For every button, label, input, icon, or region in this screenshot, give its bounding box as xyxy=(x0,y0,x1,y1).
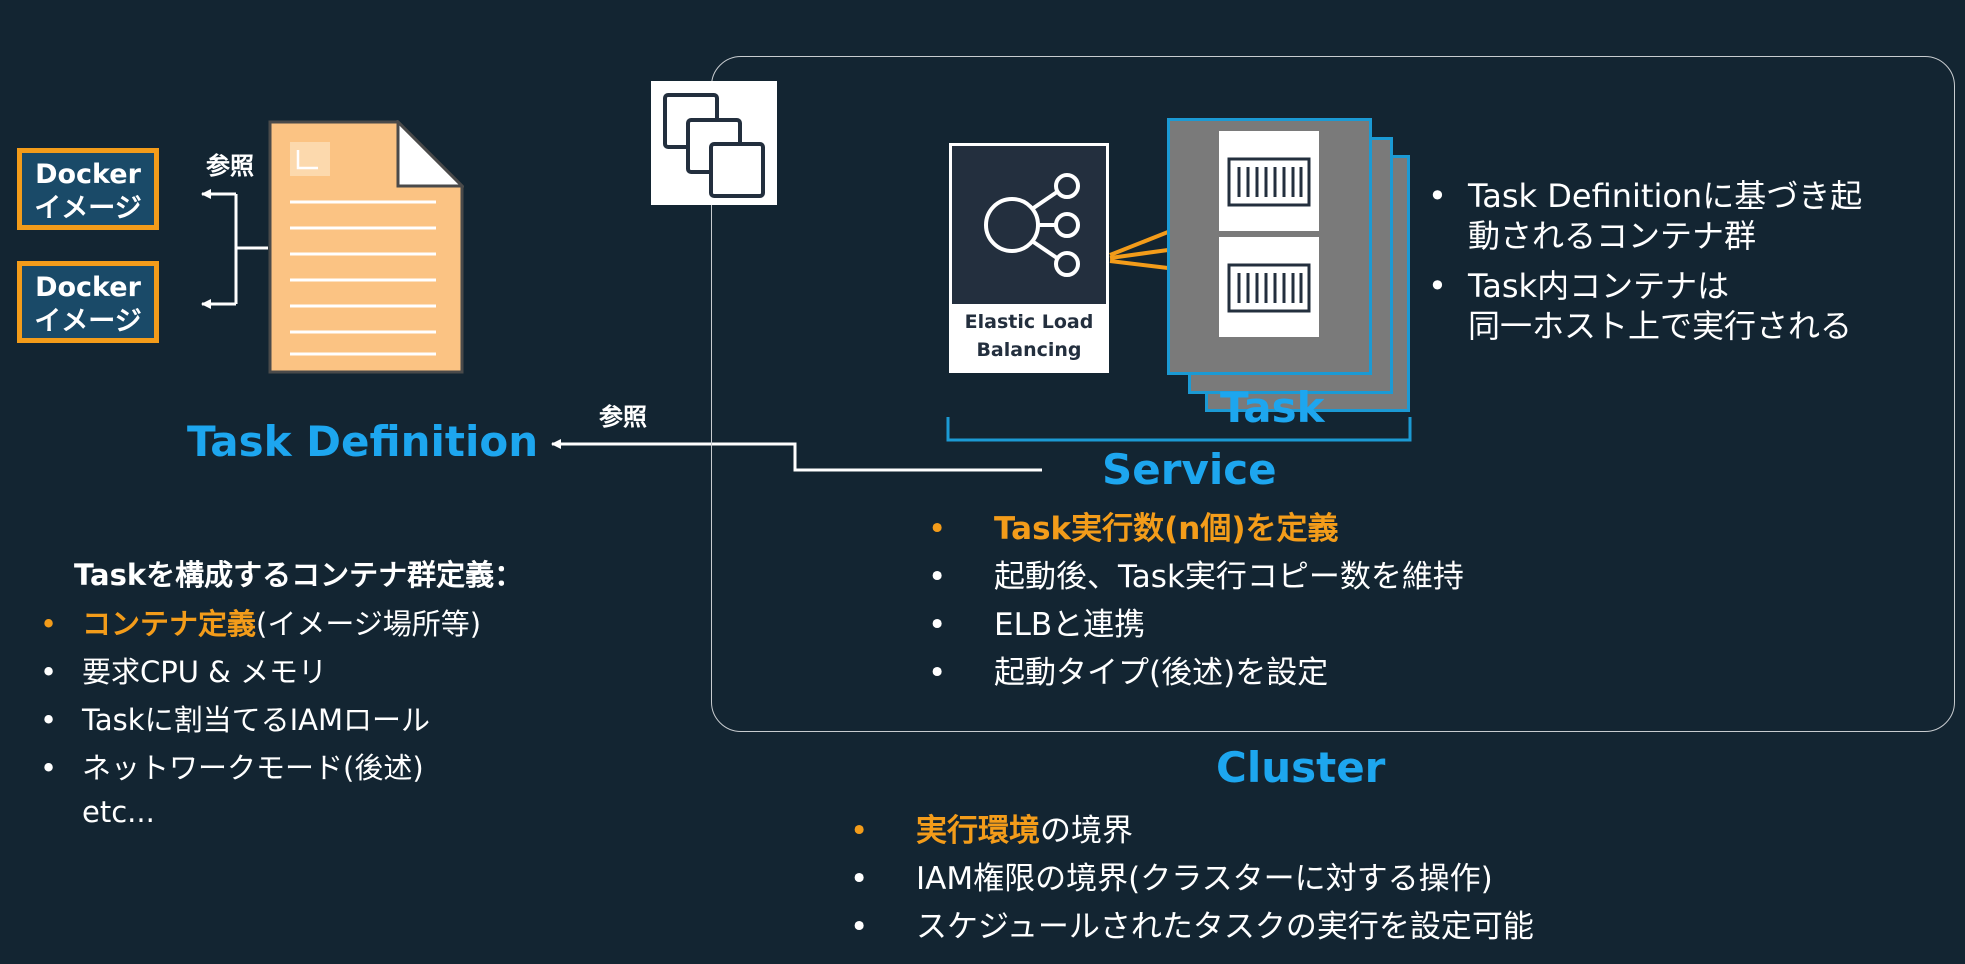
service-list: • Task実行数(n個)を定義 • 起動後、Task実行コピー数を維持 • ELBと… xyxy=(928,505,1464,697)
item-text: スケジュールされたタスクの実行を設定可能 xyxy=(916,909,1534,945)
cluster-icon xyxy=(651,81,777,205)
bullet: • xyxy=(1428,177,1447,215)
item-text: (イメージ場所等) xyxy=(256,607,482,641)
list-item: • 起動後、Task実行コピー数を維持 xyxy=(928,553,1464,601)
bullet: • xyxy=(850,813,869,849)
list-item: • IAM権限の境界(クラスターに対する操作) xyxy=(850,855,1534,903)
highlight-text: 実行環境 xyxy=(916,813,1040,849)
list-item: • コンテナ定義(イメージ場所等) xyxy=(40,600,481,648)
reference-arrow-docker xyxy=(201,189,268,309)
item-text: Task実行数(n個)を定義 xyxy=(994,511,1339,547)
service-title: Service xyxy=(1102,445,1277,494)
task-card xyxy=(1167,118,1372,375)
list-item: • Taskに割当てるIAMロール xyxy=(40,696,481,744)
cluster-title: Cluster xyxy=(1216,743,1386,792)
item-text: ネットワークモード(後述) xyxy=(82,751,424,785)
docker-image-box: Docker イメージ xyxy=(17,261,159,343)
bullet: • xyxy=(40,607,58,641)
bullet: • xyxy=(928,559,947,595)
bullet: • xyxy=(928,607,947,643)
bullet: • xyxy=(850,909,869,945)
bullet: • xyxy=(1428,267,1447,305)
item-text: Taskに割当てるIAMロール xyxy=(82,703,431,737)
docker-image-label: イメージ xyxy=(34,306,142,337)
item-text: IAM権限の境界(クラスターに対する操作) xyxy=(916,861,1493,897)
note-text: Task内コンテナは xyxy=(1468,267,1730,305)
list-item: • スケジュールされたタスクの実行を設定可能 xyxy=(850,903,1534,951)
bullet: • xyxy=(850,861,869,897)
note-text: 同一ホスト上で実行される xyxy=(1468,307,1853,345)
reference-label: 参照 xyxy=(599,403,647,431)
task-notes: • Task Definitionに基づき起 動されるコンテナ群 • Task内… xyxy=(1428,176,1862,346)
task-definition-title: Task Definition xyxy=(187,417,539,466)
bullet: • xyxy=(40,751,58,785)
highlight-text: コンテナ定義 xyxy=(82,607,257,641)
reference-arrow-service xyxy=(551,439,1042,472)
elb-icon xyxy=(952,146,1106,304)
list-item: • ネットワークモード(後述) xyxy=(40,744,481,792)
task-definition-heading: Taskを構成するコンテナ群定義： xyxy=(74,558,524,592)
list-item: • ELBと連携 xyxy=(928,601,1464,649)
task-title: Task xyxy=(1220,383,1325,432)
list-item: etc... xyxy=(40,792,481,832)
docker-image-label: Docker xyxy=(35,272,141,303)
cluster-list: • 実行環境の境界 • IAM権限の境界(クラスターに対する操作) • スケジュールさ… xyxy=(850,807,1534,951)
elb-task-links xyxy=(1109,230,1169,270)
reference-label: 参照 xyxy=(206,152,254,180)
list-item: • 実行環境の境界 xyxy=(850,807,1534,855)
task-definition-list: • コンテナ定義(イメージ場所等) • 要求CPU & メモリ • Taskに割当てる… xyxy=(40,600,481,832)
note-text: Task Definitionに基づき起 xyxy=(1468,177,1863,215)
list-item: • 起動タイプ(後述)を設定 xyxy=(928,649,1464,697)
elb-card: Elastic Load Balancing xyxy=(949,143,1109,373)
item-text: 起動後、Task実行コピー数を維持 xyxy=(994,559,1464,595)
list-item: • Task実行数(n個)を定義 xyxy=(928,505,1464,553)
bullet: • xyxy=(40,655,58,689)
docker-image-label: イメージ xyxy=(34,193,142,224)
list-item: • 要求CPU & メモリ xyxy=(40,648,481,696)
list-item: • Task Definitionに基づき起 動されるコンテナ群 xyxy=(1428,176,1862,256)
container-icon xyxy=(1219,237,1319,337)
document-icon xyxy=(268,118,466,378)
item-text: の境界 xyxy=(1040,813,1133,849)
note-text: 動されるコンテナ群 xyxy=(1468,217,1757,255)
service-bracket xyxy=(946,417,1412,442)
etc-text: etc... xyxy=(82,795,155,829)
cluster-boundary xyxy=(711,56,1955,732)
elb-label: Balancing xyxy=(976,339,1082,361)
bullet: • xyxy=(928,655,947,691)
bullet: • xyxy=(40,703,58,737)
item-text: ELBと連携 xyxy=(994,607,1146,643)
bullet: • xyxy=(928,511,947,547)
list-item: • Task内コンテナは 同一ホスト上で実行される xyxy=(1428,266,1862,346)
docker-image-box: Docker イメージ xyxy=(17,148,159,230)
container-icon xyxy=(1219,131,1319,231)
elb-label: Elastic Load xyxy=(964,311,1094,333)
item-text: 起動タイプ(後述)を設定 xyxy=(994,655,1329,691)
item-text: 要求CPU & メモリ xyxy=(82,655,328,689)
docker-image-label: Docker xyxy=(35,159,141,190)
